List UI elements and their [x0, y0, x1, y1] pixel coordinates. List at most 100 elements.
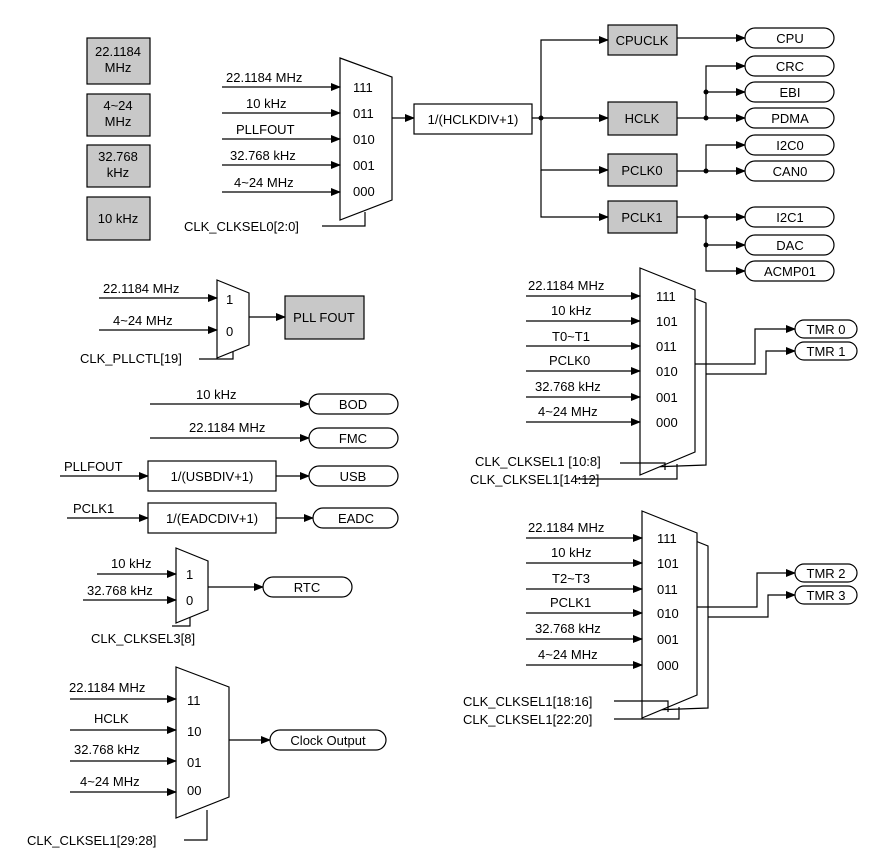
- divider-to-pclk0-line: [540, 118, 609, 174]
- usb-label: USB: [340, 469, 367, 484]
- rtc-mux: [175, 547, 209, 624]
- pll-mux-code-1: 0: [226, 324, 233, 339]
- rtc-mux-code-1: 0: [186, 593, 193, 608]
- tmr01-mux-input-label-1: 10 kHz: [551, 303, 591, 318]
- clko-mux-select-label: CLK_CLKSEL1[29:28]: [27, 833, 156, 848]
- cpuclk-label: CPUCLK: [616, 33, 669, 48]
- hclk-box: [607, 101, 678, 136]
- bod-input-label: 10 kHz: [196, 387, 236, 402]
- tmr23-mux-input-label-2: T2~T3: [552, 571, 590, 586]
- dac-label: DAC: [776, 238, 803, 253]
- tmr01-mux-input-label-3: PCLK0: [549, 353, 590, 368]
- hclk-mux-select-line: [322, 212, 366, 227]
- source-label-10khz: 10 kHz: [98, 211, 138, 226]
- bod-terminal: [308, 393, 399, 415]
- tmr01-mux-code-5: 000: [656, 415, 678, 430]
- divider-to-pclk1-line: [540, 170, 609, 221]
- tmr01-mux-select-line-1: [575, 464, 678, 480]
- tmr3-label: TMR 3: [807, 588, 846, 603]
- tmr01-mux-input-label-5: 4~24 MHz: [538, 404, 598, 419]
- hclk-mux-code-4: 000: [353, 184, 375, 199]
- eadc-divider-box: [147, 502, 277, 534]
- crc-terminal: [744, 55, 835, 77]
- tmr23-mux-code-0: 111: [657, 531, 677, 546]
- tmr23-mux-input-label-0: 22.1184 MHz: [528, 520, 604, 535]
- tmr1-label: TMR 1: [807, 344, 846, 359]
- clko-mux-input-label-0: 22.1184 MHz: [69, 680, 145, 695]
- source-4-24mhz-text: 4~24: [103, 98, 132, 113]
- clock-output-terminal: [269, 729, 387, 751]
- tmr01-mux-code-3: 010: [656, 364, 678, 379]
- clko-mux-code-0: 11: [187, 693, 201, 708]
- junction-dot: [703, 115, 709, 121]
- rtc-mux-input-label-1: 32.768 kHz: [87, 583, 153, 598]
- rtc-mux-select-label: CLK_CLKSEL3[8]: [91, 631, 195, 646]
- tmr23-mux-input-label-5: 4~24 MHz: [538, 647, 598, 662]
- cpu-terminal: [744, 27, 835, 49]
- bod-label: BOD: [339, 397, 367, 412]
- rtc-mux-group: 10 kHz 32.768 kHz 1 0 CLK_CLKSEL3[8] RTC: [83, 547, 353, 646]
- junction-dot: [703, 214, 709, 220]
- tmr01-mux-select-label-1: CLK_CLKSEL1[14:12]: [470, 472, 599, 487]
- tmr23-mux-output-line-1: [708, 591, 796, 618]
- i2c0-terminal: [744, 134, 835, 156]
- pclk0-box: [607, 153, 678, 187]
- tmr01-mux-code-0: 111: [656, 289, 676, 304]
- hclk-mux-code-3: 001: [353, 158, 375, 173]
- junction-dot: [703, 242, 709, 248]
- pclk0-to-i2c0-line: [705, 141, 746, 171]
- hclk-mux-select-label: CLK_CLKSEL0[2:0]: [184, 219, 299, 234]
- tmr23-mux-select-line-0: [614, 700, 669, 712]
- tmr3-terminal: [794, 585, 858, 605]
- hclk-mux-input-label-2: PLLFOUT: [236, 122, 295, 137]
- i2c0-label: I2C0: [776, 138, 803, 153]
- pdma-terminal: [744, 107, 835, 129]
- eadc-terminal: [312, 507, 399, 529]
- rtc-terminal: [262, 576, 353, 598]
- hclk-mux-input-label-3: 32.768 kHz: [230, 148, 296, 163]
- cpuclk-box: [607, 24, 678, 56]
- tmr23-mux-group: 22.1184 MHz 10 kHz T2~T3 PCLK1 32.768 kH…: [463, 510, 858, 727]
- tmr23-mux-input-label-1: 10 kHz: [551, 545, 591, 560]
- tmr23-mux-code-5: 000: [657, 658, 679, 673]
- pll-fout-label: PLL FOUT: [293, 310, 355, 325]
- tmr01-mux-input-label-2: T0~T1: [552, 329, 590, 344]
- pll-fout-box: [284, 295, 365, 340]
- fmc-terminal: [308, 427, 399, 449]
- clock-output-label: Clock Output: [290, 733, 366, 748]
- source-32khz-text: 32.768: [98, 149, 138, 164]
- ebi-label: EBI: [780, 85, 801, 100]
- hclk-divider-label: 1/(HCLKDIV+1): [428, 112, 519, 127]
- hclk-label: HCLK: [625, 111, 660, 126]
- tmr01-mux-select-label-0: CLK_CLKSEL1 [10:8]: [475, 454, 601, 469]
- tmr01-mux-output-line-0: [695, 325, 796, 365]
- hclk-mux-code-2: 010: [353, 132, 375, 147]
- tmr0-label: TMR 0: [807, 322, 846, 337]
- hclk-divider-box: [413, 103, 533, 135]
- tmr23-mux-select-label-1: CLK_CLKSEL1[22:20]: [463, 712, 592, 727]
- pclk1-label: PCLK1: [621, 210, 662, 225]
- i2c1-label: I2C1: [776, 210, 803, 225]
- junction-dot: [703, 168, 709, 174]
- tmr01-mux-code-1: 101: [656, 314, 678, 329]
- tmr23-mux-input-label-4: 32.768 kHz: [535, 621, 601, 636]
- tmr01-mux-input-label-0: 22.1184 MHz: [528, 278, 604, 293]
- i2c1-terminal: [744, 206, 835, 228]
- source-32khz-text-line2: kHz: [107, 165, 129, 180]
- acmp01-label: ACMP01: [764, 264, 816, 279]
- pdma-label: PDMA: [771, 111, 809, 126]
- pll-mux-select-label: CLK_PLLCTL[19]: [80, 351, 182, 366]
- tmr01-mux-input-label-4: 32.768 kHz: [535, 379, 601, 394]
- tmr23-mux-output-line-0: [697, 569, 796, 608]
- usb-input-label: PLLFOUT: [64, 459, 123, 474]
- pll-mux-select-line: [199, 352, 234, 360]
- clko-mux: [175, 666, 230, 819]
- rtc-label: RTC: [294, 580, 320, 595]
- clko-mux-input-label-3: 4~24 MHz: [80, 774, 140, 789]
- hclk-mux-group: 22.1184 MHz 10 kHz PLLFOUT 32.768 kHz 4~…: [184, 57, 533, 234]
- hclk-distribution: CPUCLK HCLK PCLK0 PCLK1 CPU CRC EBI PDMA: [532, 24, 835, 282]
